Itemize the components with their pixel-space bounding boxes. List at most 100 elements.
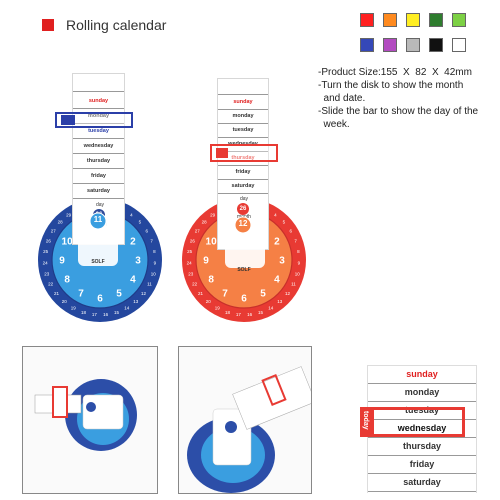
color-swatch-5[interactable] [452,13,466,27]
blue-month-3: 3 [135,256,141,267]
red-month-8: 8 [208,275,214,286]
blue-date-20: 20 [62,299,68,304]
closeup-weekday-sunday: sunday [368,366,476,384]
red-date-21: 21 [198,291,204,296]
red-date-9: 9 [298,260,301,265]
red-date-13: 13 [277,299,283,304]
page-header: Rolling calendar [42,17,166,33]
blue-date-12: 12 [141,291,147,296]
closeup-weekday-monday: monday [368,384,476,402]
color-swatch-6[interactable] [360,38,374,52]
blue-month-4: 4 [130,275,136,286]
blue-weekday-thursday: thursday [73,154,124,169]
blue-date-16: 16 [103,312,109,317]
red-month-6: 6 [241,294,247,305]
blue-date-5: 5 [139,220,142,225]
blue-date-7: 7 [150,238,153,243]
color-swatch-7[interactable] [383,38,397,52]
blue-weekday-tuesday: tuesday [73,124,124,139]
color-swatch-3[interactable] [406,13,420,27]
color-swatch-8[interactable] [406,38,420,52]
blue-date-9: 9 [154,260,157,265]
red-weekday-friday: friday [218,166,268,180]
closeup-today-label: today [362,411,369,430]
color-swatch-4[interactable] [429,13,443,27]
red-date-17: 17 [236,312,242,317]
strip-header-blank [73,80,124,92]
blue-month-5: 5 [116,288,122,299]
red-date-8: 8 [297,249,300,254]
blue-date-14: 14 [124,306,130,311]
blue-weekday-wednesday: wednesday [73,139,124,154]
spec-line-5: week. [318,119,350,130]
red-weekday-tuesday: tuesday [218,124,268,138]
blue-weekday-sunday: sunday [73,94,124,109]
red-date-15: 15 [258,310,264,315]
red-month-10: 10 [206,237,218,248]
blue-date-13: 13 [133,299,139,304]
blue-date-18: 18 [81,310,87,315]
blue-weekday-friday: friday [73,169,124,184]
red-slider-tab [216,148,228,158]
red-day-label: day [239,196,249,202]
color-swatch-1[interactable] [360,13,374,27]
red-date-11: 11 [291,282,296,287]
red-date-6: 6 [289,228,292,233]
blue-date-11: 11 [147,282,152,287]
photo-2-illustration [179,347,311,493]
blue-date-21: 21 [54,291,60,296]
blue-month-10: 10 [62,237,74,248]
blue-weekday-monday: monday [73,109,124,124]
red-weekday-slider[interactable] [210,144,278,162]
blue-date-6: 6 [145,228,148,233]
blue-month-7: 7 [78,288,84,299]
red-month-2: 2 [274,237,280,248]
closeup-weekday-slider[interactable] [365,407,465,437]
color-swatch-9[interactable] [429,38,443,52]
red-brand-logo: SOLF [237,267,251,273]
red-weekday-monday: monday [218,110,268,124]
closeup-weekday-saturday: saturday [368,474,476,492]
blue-date-25: 25 [43,249,49,254]
red-weekday-sunday: sunday [218,96,268,110]
photo-thumbnail-1[interactable] [22,346,158,494]
blue-date-28: 28 [58,220,64,225]
spec-line-4: -Slide the bar to show the day of the [318,106,479,117]
title-bullet-icon [42,19,54,31]
blue-date-8: 8 [153,249,156,254]
closeup-slider-tab: today [360,407,374,437]
blue-rolling-calendar: 1234567891011121314151617181920212223242… [30,70,170,322]
red-date-20: 20 [206,299,212,304]
blue-date-15: 15 [114,310,120,315]
blue-date-29: 29 [66,212,72,217]
red-date-29: 29 [210,212,216,217]
red-date-25: 25 [187,249,193,254]
blue-weekday-slider[interactable] [55,112,133,128]
photo-thumbnail-2[interactable] [178,346,312,494]
color-swatches [360,13,470,52]
strip-header-blank [218,85,268,95]
blue-date-24: 24 [43,260,49,265]
blue-month-9: 9 [59,256,65,267]
blue-date-10: 10 [151,271,157,276]
spec-line-3: and date. [318,93,366,104]
red-month-3: 3 [279,256,285,267]
photo-1-illustration [23,347,157,493]
blue-weekday-saturday: saturday [73,184,124,199]
red-month-number: 12 [238,219,248,228]
blue-month-6: 6 [97,294,103,305]
color-swatch-2[interactable] [383,13,397,27]
blue-date-26: 26 [46,238,52,243]
color-swatch-10[interactable] [452,38,466,52]
red-date-16: 16 [247,312,253,317]
red-date-7: 7 [294,238,297,243]
product-specs: -Product Size:155 X 82 X 42mm-Turn the d… [318,66,498,131]
blue-date-23: 23 [44,271,50,276]
red-date-22: 22 [192,282,198,287]
red-date-5: 5 [283,220,286,225]
red-month-5: 5 [260,288,266,299]
red-date-14: 14 [268,306,274,311]
closeup-weekday-wednesday: wednesday [368,420,476,438]
